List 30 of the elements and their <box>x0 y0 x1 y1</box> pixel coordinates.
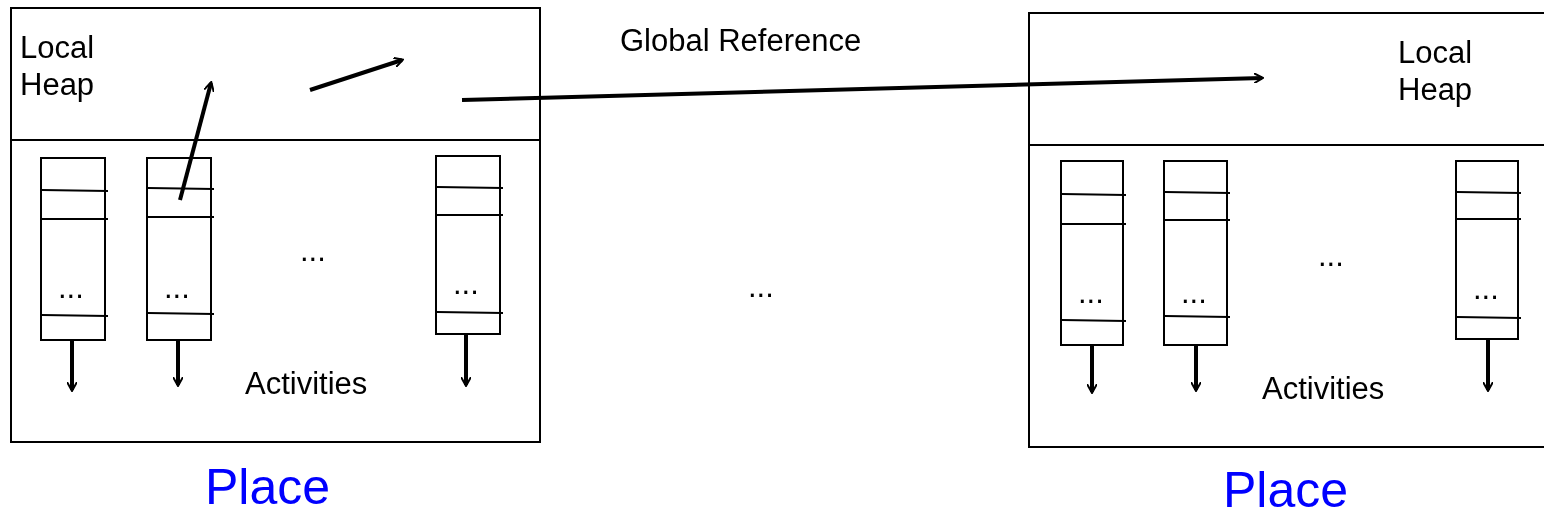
stack-ellipsis: ... <box>58 269 84 307</box>
activity-stack <box>1455 160 1519 340</box>
arrow <box>178 81 215 201</box>
arrow <box>172 341 184 387</box>
heap-label: Local Heap <box>1398 34 1474 109</box>
stack-ellipsis: ... <box>164 269 190 307</box>
stack-ellipsis: ... <box>453 265 479 303</box>
heap-label: Local Heap <box>20 29 96 104</box>
activity-stack <box>146 157 212 341</box>
ellipsis-label: ... <box>748 268 774 306</box>
activities-label: Activities <box>245 365 368 403</box>
arrow <box>66 341 78 392</box>
place-label: Place <box>1223 461 1349 520</box>
stack-ellipsis: ... <box>1473 270 1499 308</box>
arrow <box>1086 346 1098 394</box>
ellipsis-label: ... <box>300 232 326 270</box>
arrow <box>1482 340 1494 392</box>
place-label: Place <box>205 458 331 517</box>
activities-label: Activities <box>1262 370 1385 408</box>
activity-stack <box>1060 160 1124 346</box>
arrow <box>461 72 1264 102</box>
stack-ellipsis: ... <box>1181 273 1207 311</box>
activity-stack <box>40 157 106 341</box>
stack-ellipsis: ... <box>1078 273 1104 311</box>
arrow <box>460 335 472 387</box>
arrow <box>1190 346 1202 392</box>
ellipsis-label: ... <box>1318 237 1344 275</box>
arrow <box>309 56 404 92</box>
activity-stack <box>435 155 501 335</box>
activity-stack <box>1163 160 1228 346</box>
